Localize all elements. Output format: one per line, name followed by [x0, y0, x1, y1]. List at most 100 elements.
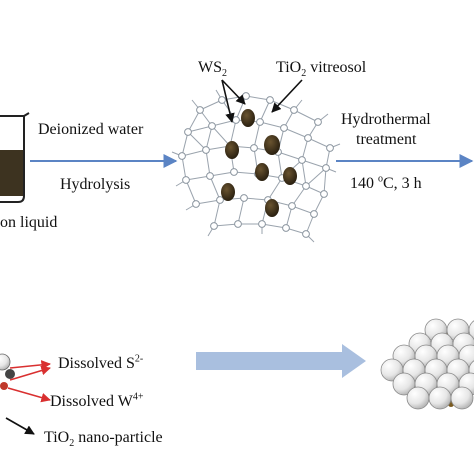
gel-bond: [233, 171, 259, 175]
label-deionized-water: Deionized water: [38, 121, 144, 138]
gel-bond: [301, 159, 327, 169]
gel-node: [250, 144, 258, 152]
gel-bond: [185, 175, 211, 181]
ws2-particle: [255, 163, 269, 181]
gel-bond: [195, 199, 221, 205]
arrow-tio2-nanoparticle: [5, 417, 35, 435]
gel-bond: [213, 199, 221, 227]
ws2-particle: [265, 199, 279, 217]
ws2-particle: [225, 141, 239, 159]
gel-node: [208, 122, 216, 130]
gel-bond: [205, 125, 213, 151]
big-process-arrow: [196, 344, 366, 378]
dark-dot: [5, 369, 15, 379]
gel-bond: [243, 197, 269, 201]
beaker-wall: [0, 115, 25, 203]
gel-bond: [277, 151, 283, 179]
gel-bond: [277, 151, 303, 161]
gel-node: [326, 144, 334, 152]
gel-bond: [269, 99, 295, 111]
gel-node: [240, 194, 248, 202]
gel-node: [314, 118, 322, 126]
gel-node: [184, 128, 192, 136]
beaker-lip: [23, 112, 30, 117]
label-hydrothermal: Hydrothermal: [341, 111, 431, 128]
gel-node: [280, 124, 288, 132]
big-arrow-head: [342, 344, 366, 378]
gel-bond: [245, 95, 271, 101]
gel-node: [242, 92, 250, 100]
gel-bond: [283, 127, 309, 139]
label-treatment: treatment: [356, 131, 417, 148]
ws2-particle: [241, 109, 255, 127]
gel-bond: [261, 223, 287, 229]
gel-bond: [259, 121, 285, 129]
gel-node: [234, 220, 242, 228]
gel-node: [182, 176, 190, 184]
gel-node: [298, 156, 306, 164]
gel-bond: [237, 197, 245, 225]
gel-bond: [291, 185, 307, 207]
pointer-tio2-vitreosol: [271, 79, 303, 113]
gel-node: [196, 106, 204, 114]
label-tio2-nanoparticle: TiO2 nano-particle: [44, 429, 163, 450]
label-dissolved-w: Dissolved W4+: [50, 391, 144, 410]
gel-bond: [209, 175, 221, 201]
gel-node: [288, 202, 296, 210]
ws2-particle: [221, 183, 235, 201]
gel-node: [216, 196, 224, 204]
ws2-particle: [264, 135, 280, 155]
gel-bond: [187, 109, 201, 133]
gel-node: [322, 164, 330, 172]
gel-bond: [253, 121, 261, 149]
gel-node: [310, 210, 318, 218]
tio2-sphere: [450, 386, 474, 410]
tio2-sphere: [428, 386, 452, 410]
gel-node: [258, 220, 266, 228]
gel-bond: [213, 223, 239, 227]
red-dot: [0, 382, 8, 390]
gel-bond: [259, 99, 271, 123]
gel-bond: [305, 167, 327, 187]
tio2-sphere-partial: [0, 353, 11, 371]
label-liquid-fragment: on liquid: [0, 214, 58, 231]
gel-bond: [185, 179, 197, 205]
gel-node: [218, 96, 226, 104]
gel-bond: [187, 131, 207, 151]
label-tio2-vitreosol: TiO2 vitreosol: [276, 59, 367, 80]
particle-legend-cluster: [0, 353, 51, 435]
gel-node: [210, 222, 218, 230]
gel-bond: [209, 171, 235, 177]
label-dissolved-s: Dissolved S2-: [58, 353, 144, 372]
gel-node: [230, 168, 238, 176]
gel-node: [206, 172, 214, 180]
arrow-dissolved-s: [9, 360, 51, 370]
gel-node: [202, 146, 210, 154]
pointer-ws2-b: [221, 79, 235, 123]
gel-node: [178, 152, 186, 160]
gel-bond: [181, 149, 207, 157]
arrow-dissolved-s-b: [9, 365, 51, 381]
label-conditions: 140 oC, 3 h: [350, 173, 422, 192]
gel-bond: [181, 155, 187, 181]
gel-node: [304, 134, 312, 142]
gel-bond: [301, 159, 307, 187]
gel-bond: [205, 149, 211, 177]
arrow-dissolved-w: [7, 387, 51, 403]
gel-node: [266, 96, 274, 104]
gel-node: [290, 106, 298, 114]
big-arrow-shaft: [196, 352, 342, 370]
beaker: [0, 112, 30, 203]
gel-bond: [291, 205, 315, 215]
gel-bond: [267, 177, 283, 201]
gel-bond: [211, 125, 231, 147]
gel-bond: [307, 137, 331, 149]
ws2-particle: [283, 167, 297, 185]
gel-node: [302, 182, 310, 190]
gel-node: [232, 116, 240, 124]
tio2-sphere: [406, 386, 430, 410]
gel-node: [320, 190, 328, 198]
label-hydrolysis: Hydrolysis: [60, 176, 131, 193]
